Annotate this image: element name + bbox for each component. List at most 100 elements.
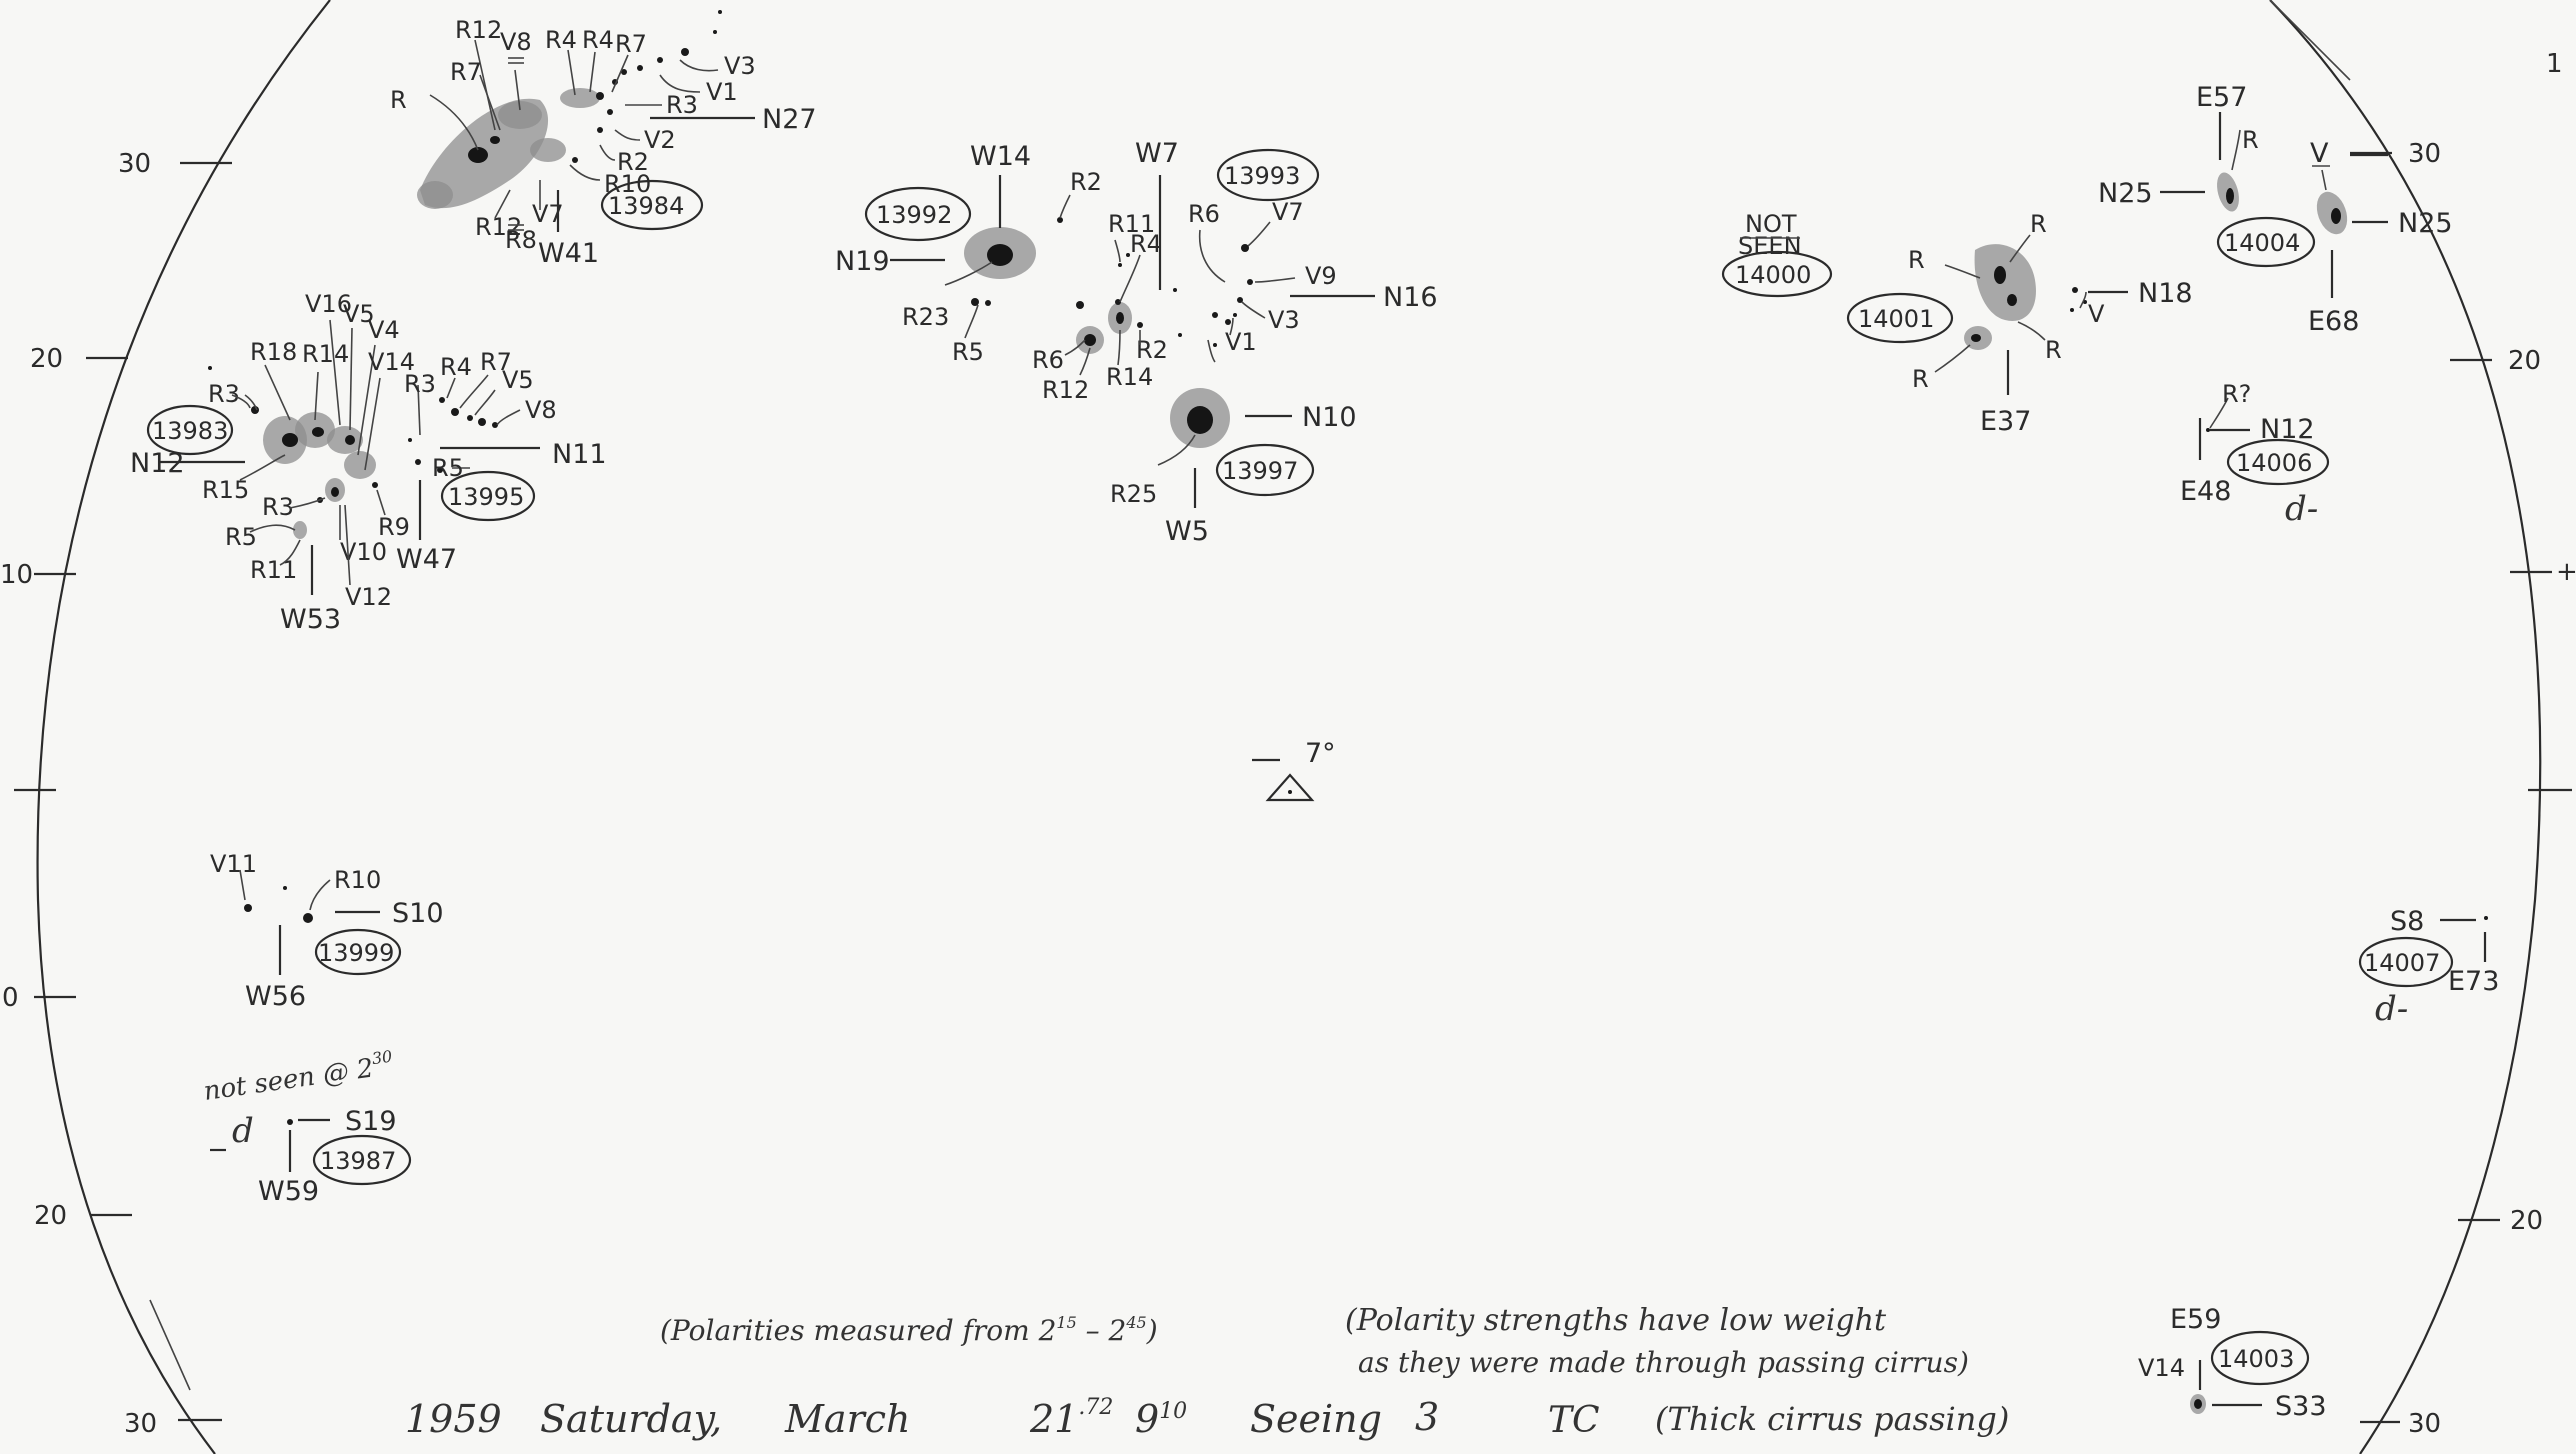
group-13997-latitude: N10	[1302, 402, 1357, 433]
group-13993-number: 13993	[1224, 162, 1300, 190]
spot-label-r7: R7	[450, 58, 482, 86]
spot-label-r18: R18	[250, 338, 297, 366]
group-13987-latitude: S19	[345, 1106, 397, 1137]
sunspot-group-14001: R R R R V N18 E37 14001	[1846, 210, 2193, 437]
group-13987-number: 13987	[320, 1147, 396, 1175]
spot-label-v11: V11	[210, 850, 257, 878]
polarity-strength-line2: as they were made through passing cirrus…	[1358, 1346, 1969, 1379]
spot-label-r4-a: R4	[545, 26, 577, 54]
polarity-strength-line1: (Polarity strengths have low weight	[1345, 1303, 1887, 1338]
right-scale-20-bottom: 20	[2510, 1206, 2543, 1236]
spot-label-v1: V1	[1225, 328, 1257, 356]
solar-limb	[36, 0, 2542, 1454]
group-14007-meridian: E73	[2448, 966, 2499, 997]
spot-label-r12-bottom: R12	[475, 213, 522, 241]
sunspot-group-14007: S8 E73 14007 d-	[2358, 906, 2499, 1029]
sunspot-group-13983: R18 R14 V16 V5 V4 V14 R3 R15 R3 R5 R11 V…	[130, 290, 415, 635]
spot-label-v3: V3	[724, 52, 756, 80]
group-14003-number: 14003	[2218, 1345, 2294, 1373]
spot-label-v16: V16	[305, 290, 352, 318]
sunspot-group-14000: NOT SEEN 14000	[1721, 210, 1833, 298]
group-14001-meridian: E37	[1980, 406, 2031, 437]
left-scale-30-bottom: 30	[124, 1409, 157, 1439]
spot-label-r-right: R	[2045, 336, 2062, 364]
sunspot-group-13995: R3 R4 R7 V5 V8 R5 N11 W47 13995	[396, 348, 607, 575]
spot-label-r14: R14	[1106, 363, 1153, 391]
spot-label-v14: V14	[368, 348, 415, 376]
spot-label-r10: R10	[334, 866, 381, 894]
sunspot-group-13993: R11 R4 R6 R12 R14 R2 R6 V7 V9 V3 V1 W7 N…	[1032, 138, 1438, 404]
group-13987-meridian: W59	[258, 1176, 319, 1207]
spot-label-r: R	[2242, 126, 2259, 154]
group-14007-number: 14007	[2364, 949, 2440, 977]
footer-day: Saturday,	[540, 1397, 722, 1441]
spot-label-r23: R23	[902, 303, 949, 331]
spot-label-r6: R6	[1032, 346, 1064, 374]
left-latitude-scale: 30 20 10 0 20 30	[0, 149, 232, 1439]
group-13993-latitude: N16	[1383, 282, 1438, 313]
footer-cirrus: (Thick cirrus passing)	[1655, 1400, 2009, 1438]
center-reference-mark: 7°	[1252, 738, 1336, 802]
group-14000-number: 14000	[1735, 261, 1811, 289]
sunspot-group-13992: R23 R5 R2 N19 W14 13992	[835, 141, 1102, 366]
spot-label-r2-b: R2	[1136, 336, 1168, 364]
spot-label-v8: V8	[500, 28, 532, 56]
group-13995-meridian: W47	[396, 544, 457, 575]
group-13983-meridian: W53	[280, 604, 341, 635]
spot-label-r11: R11	[1108, 210, 1155, 238]
spot-label-v2: V2	[644, 126, 676, 154]
footer-seeing-value: 3	[1415, 1395, 1439, 1439]
left-scale-10-top: 10	[0, 560, 33, 590]
spot-label-r: R	[390, 86, 407, 114]
sunspot-group-14004: E57 R N25 V N25 E68 14004	[2098, 82, 2453, 337]
svg-text:(Polarities measured from 215: (Polarities measured from 215 – 245)	[660, 1313, 1158, 1347]
left-scale-20-top: 20	[30, 344, 63, 374]
group-13995-number: 13995	[448, 483, 524, 511]
spot-label-r6-b: R6	[1188, 200, 1220, 228]
polarity-measurement-note: (Polarities measured from 215 – 245)	[660, 1313, 1158, 1347]
group-14004-number: 14004	[2224, 229, 2300, 257]
sunspot-group-13997: R25 N10 W5 13997	[1110, 388, 1357, 547]
group-14001-number: 14001	[1858, 305, 1934, 333]
group-14004-latitude: N25	[2098, 178, 2153, 209]
spot-label-r-top: R	[2030, 210, 2047, 238]
spot-label-d: d	[232, 1111, 254, 1151]
spot-label-r3-a: R3	[208, 380, 240, 408]
group-14003-meridian: E59	[2170, 1304, 2221, 1335]
group-13997-meridian: W5	[1165, 516, 1209, 547]
group-13995-latitude: N11	[552, 439, 607, 470]
spot-label-r5: R5	[225, 523, 257, 551]
sunspot-group-14006: R? N12 E48 14006 d-	[2180, 380, 2330, 529]
group-13997-number: 13997	[1222, 457, 1298, 485]
spot-label-v4: V4	[368, 316, 400, 344]
group-13999-meridian: W56	[245, 981, 306, 1012]
sunspot-group-13984: R R12 R7 V8 R4 R4 R7 V3 V1 R3 V2 R2 R10 …	[390, 10, 817, 269]
spot-label-v: V	[2088, 300, 2105, 328]
group-13984-latitude: N27	[762, 104, 817, 135]
group-13992-number: 13992	[876, 201, 952, 229]
right-edge-top-mark: 1	[2546, 49, 2563, 79]
group-14001-latitude: N18	[2138, 278, 2193, 309]
group-14006-meridian: E48	[2180, 476, 2231, 507]
right-latitude-scale: 30 20 + 20 30 1	[2350, 49, 2576, 1439]
group-13999-number: 13999	[318, 939, 394, 967]
spot-label-r3-b: R3	[262, 493, 294, 521]
spot-label-v14: V14	[2138, 1354, 2185, 1382]
spot-label-v7: V7	[1272, 198, 1304, 226]
right-scale-20-top: 20	[2508, 346, 2541, 376]
left-scale-0: 0	[2, 983, 19, 1013]
group-13999-latitude: S10	[392, 898, 444, 929]
spot-label-v12: V12	[345, 583, 392, 611]
spot-label-r-bottom: R	[1912, 365, 1929, 393]
spot-label-r14: R14	[302, 340, 349, 368]
footer-date: 21.72	[1029, 1395, 1113, 1441]
spot-label-r2: R2	[617, 148, 649, 176]
group-13983-number: 13983	[152, 417, 228, 445]
footer-month: March	[784, 1397, 911, 1441]
footer-time: 910	[1135, 1397, 1187, 1441]
spot-label-r12: R12	[1042, 376, 1089, 404]
spot-label-v: V	[2310, 138, 2329, 169]
left-scale-20-bottom: 20	[34, 1201, 67, 1231]
spot-label-v5: V5	[343, 300, 375, 328]
